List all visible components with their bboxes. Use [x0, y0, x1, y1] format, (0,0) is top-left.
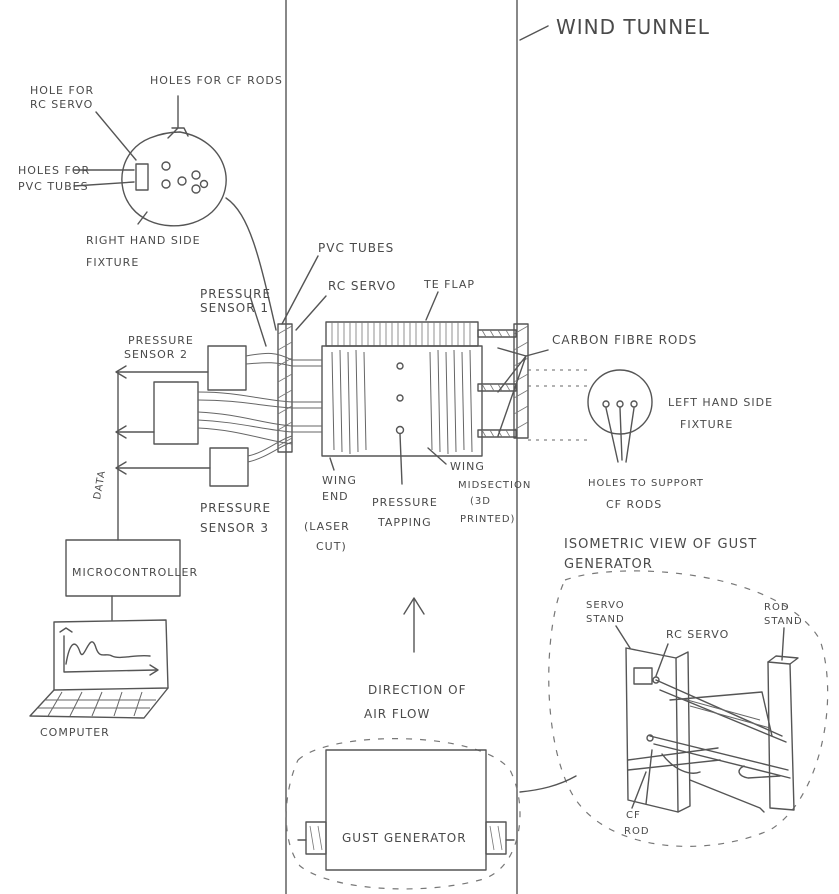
- wing-assembly: [278, 322, 590, 456]
- gust-generator-label: GUST GENERATOR: [342, 831, 467, 845]
- wing-midsection-label-2: MIDSECTION: [458, 480, 531, 491]
- wind-tunnel-label: WIND TUNNEL: [556, 15, 710, 39]
- pressure-tapping-label: PRESSURE: [372, 496, 438, 509]
- lhs-fixture-label: LEFT HAND SIDE: [668, 396, 773, 409]
- pressure-sensor-1-label-2: SENSOR 1: [200, 301, 269, 315]
- cf-rod-label-2: ROD: [624, 826, 650, 837]
- rod-stand-label: ROD: [764, 602, 790, 613]
- holes-pvc-label-2: PVC TUBES: [18, 180, 89, 193]
- pvc-tubes-label: PVC TUBES: [318, 241, 394, 255]
- hole-rc-servo-label-2: RC SERVO: [30, 98, 93, 111]
- hole-rc-servo-label: HOLE FOR: [30, 84, 94, 97]
- airflow-arrow: [404, 598, 424, 652]
- wing-midsection-label-3: (3D: [470, 496, 491, 507]
- wing-midsection-label: WING: [450, 460, 485, 473]
- rhs-fixture-label: RIGHT HAND SIDE: [86, 234, 201, 247]
- cf-rod-label: CF: [626, 810, 641, 821]
- pressure-tapping-label-2: TAPPING: [377, 516, 432, 529]
- pressure-sensor-3-label: PRESSURE: [200, 501, 271, 515]
- pressure-sensor-3-label-2: SENSOR 3: [200, 521, 269, 535]
- pressure-sensor-2-label-2: SENSOR 2: [124, 348, 188, 361]
- direction-label-2: AIR FLOW: [364, 707, 430, 721]
- wing-midsection-label-4: PRINTED): [460, 514, 515, 525]
- wing-end-label-2: END: [322, 490, 349, 503]
- holes-pvc-label: HOLES FOR: [18, 164, 90, 177]
- iso-view-label-2: GENERATOR: [564, 557, 653, 572]
- te-flap-label: TE FLAP: [423, 278, 475, 291]
- laser-cut-label: (LASER: [304, 520, 350, 533]
- left-hand-side-fixture: [588, 370, 652, 462]
- holes-cf-rods-label: HOLES FOR CF RODS: [150, 74, 283, 87]
- carbon-fibre-rods-label: CARBON FIBRE RODS: [552, 333, 697, 347]
- rhs-fixture-label-2: FIXTURE: [86, 256, 139, 269]
- iso-view-label: ISOMETRIC VIEW OF GUST: [564, 537, 757, 552]
- gust-generator: [286, 739, 520, 889]
- wing-end-label: WING: [322, 474, 357, 487]
- laser-cut-label-2: CUT): [316, 540, 347, 553]
- servo-stand-label: SERVO: [586, 600, 625, 611]
- pressure-sensor-2-label: PRESSURE: [128, 334, 194, 347]
- direction-label: DIRECTION OF: [368, 683, 467, 697]
- lhs-fixture-label-2: FIXTURE: [680, 418, 733, 431]
- rod-stand-label-2: STAND: [764, 616, 803, 627]
- computer-label: COMPUTER: [40, 726, 110, 739]
- computer-icon: [30, 620, 168, 718]
- holes-support-label: HOLES TO SUPPORT: [588, 478, 704, 489]
- microcontroller-label: MICROCONTROLLER: [72, 566, 198, 579]
- rc-servo-label: RC SERVO: [328, 279, 396, 293]
- pressure-sensor-1-label: PRESSURE: [200, 287, 271, 301]
- data-label: DATA: [92, 469, 108, 500]
- servo-stand-label-2: STAND: [586, 614, 625, 625]
- holes-support-label-2: CF RODS: [606, 498, 662, 511]
- rc-servo-iso-label: RC SERVO: [666, 628, 729, 641]
